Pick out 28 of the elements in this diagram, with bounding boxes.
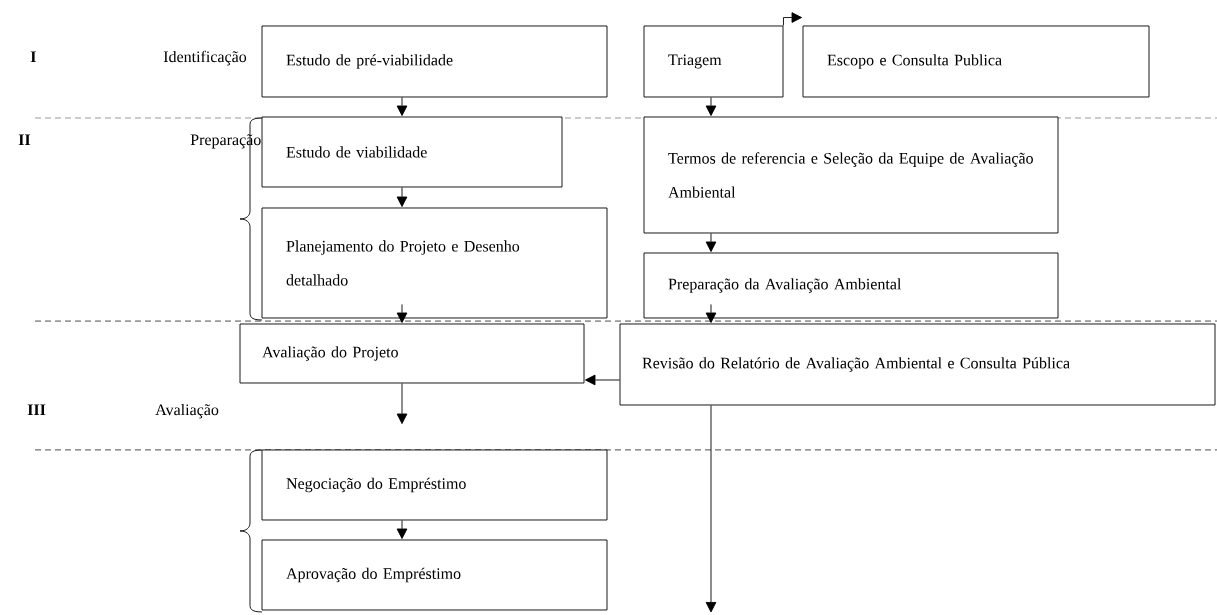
- arrow: [705, 233, 717, 252]
- arrow: [705, 97, 717, 116]
- arrow: [585, 374, 620, 386]
- phase-number: III: [27, 404, 46, 415]
- phase-name: Avaliação: [155, 403, 219, 419]
- arrow: [705, 304, 717, 323]
- phase-number: II: [18, 134, 31, 145]
- phase-number: I: [30, 51, 36, 62]
- phase-name: Identificação: [163, 50, 247, 66]
- process-box: Estudo de pré-viabilidade: [261, 25, 608, 98]
- arrow: [705, 405, 717, 613]
- process-box: Revisão do Relatório de Avaliação Ambiental e Consulta Pública: [619, 323, 1216, 406]
- process-box: Aprovação do Empréstimo: [261, 539, 608, 611]
- phase-name: Preparação: [190, 134, 261, 149]
- process-box: Negociação do Empréstimo: [261, 449, 608, 521]
- process-box: Planejamento do Projeto e Desenho detalhado: [261, 207, 608, 319]
- arrow: [396, 304, 408, 323]
- arrow: [396, 383, 408, 424]
- arrow: [396, 520, 408, 539]
- process-box: Preparação da Avaliação Ambiental: [643, 252, 1059, 319]
- arrow: [783, 12, 802, 26]
- process-box: Avaliação do Projeto: [239, 323, 585, 384]
- process-box: Estudo de viabilidade: [261, 116, 563, 188]
- arrow: [396, 97, 408, 116]
- process-box: Escopo e Consulta Publica: [802, 25, 1150, 98]
- arrow: [396, 187, 408, 207]
- process-box: Triagem: [643, 25, 784, 98]
- process-box: Termos de referencia e Seleção da Equipe de Avaliação Ambiental: [643, 116, 1059, 234]
